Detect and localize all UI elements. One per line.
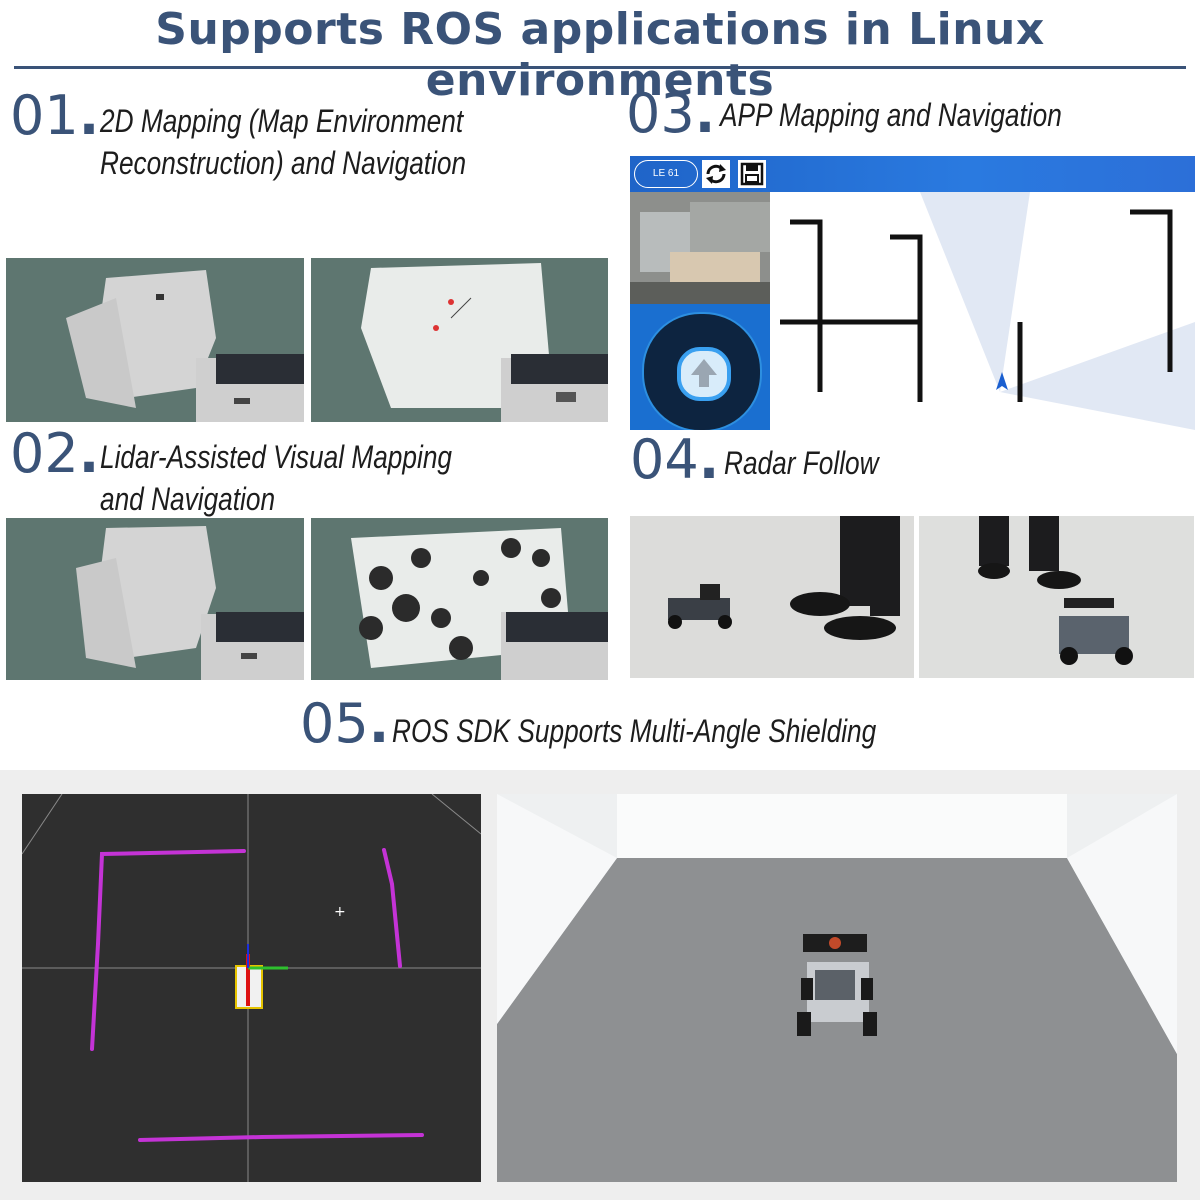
number-text: 03: [626, 82, 695, 145]
visual-map-image-left: [6, 518, 304, 680]
section-03-number: 03.: [626, 82, 715, 145]
section-03-heading: APP Mapping and Navigation: [720, 94, 1062, 136]
map-2d-render: [66, 270, 304, 422]
joystick-panel: [630, 304, 770, 430]
section-05-number: 05.: [300, 692, 389, 755]
save-icon[interactable]: [738, 160, 766, 188]
heading-line-1: APP Mapping and Navigation: [720, 97, 1062, 133]
lidar-map-view: [770, 192, 1195, 430]
app-screenshot: LE 61: [630, 156, 1195, 430]
heading-line-1: Radar Follow: [724, 445, 879, 481]
map-2d-image-left: [6, 258, 304, 422]
visual-map-render: [76, 526, 304, 680]
map-2d-nav-render: [361, 263, 608, 422]
number-dot: .: [78, 84, 100, 147]
heading-line-1: 2D Mapping (Map Environment: [100, 103, 464, 139]
number-dot: .: [78, 422, 100, 485]
svg-text:+: +: [334, 904, 346, 920]
title-divider: [14, 66, 1186, 69]
camera-feed: [630, 192, 770, 304]
visual-map-image-right: [311, 518, 608, 680]
number-dot: .: [698, 428, 720, 491]
radar-follow-photo-left: [630, 516, 914, 678]
heading-line-1: ROS SDK Supports Multi-Angle Shielding: [392, 713, 877, 749]
number-text: 05: [300, 692, 369, 755]
number-text: 01: [10, 84, 79, 147]
number-text: 04: [630, 428, 699, 491]
section-02-heading: Lidar-Assisted Visual Mapping and Naviga…: [100, 436, 452, 520]
arrow-up-icon[interactable]: [677, 347, 731, 401]
map-2d-image-right: [311, 258, 608, 422]
arena-photo: [497, 794, 1177, 1182]
heading-line-2: and Navigation: [100, 481, 276, 517]
number-dot: .: [694, 82, 716, 145]
section-05-heading: ROS SDK Supports Multi-Angle Shielding: [392, 710, 876, 752]
refresh-icon[interactable]: [702, 160, 730, 188]
number-text: 02: [10, 422, 79, 485]
number-dot: .: [368, 692, 390, 755]
app-mode-button[interactable]: LE 61: [634, 160, 698, 188]
section-01-number: 01.: [10, 84, 99, 147]
radar-follow-photo-right: [919, 516, 1194, 678]
rviz-view: +: [22, 794, 481, 1182]
visual-map-obstacles-render: [351, 528, 608, 680]
heading-line-1: Lidar-Assisted Visual Mapping: [100, 439, 453, 475]
section-02-number: 02.: [10, 422, 99, 485]
section-04-heading: Radar Follow: [724, 442, 879, 484]
rviz-lidar-render: +: [22, 794, 481, 1182]
section-04-number: 04.: [630, 428, 719, 491]
heading-line-2: Reconstruction) and Navigation: [100, 145, 467, 181]
section-01-heading: 2D Mapping (Map Environment Reconstructi…: [100, 100, 466, 184]
page-title: Supports ROS applications in Linux envir…: [155, 4, 1045, 106]
arena-render: [497, 794, 1177, 1182]
